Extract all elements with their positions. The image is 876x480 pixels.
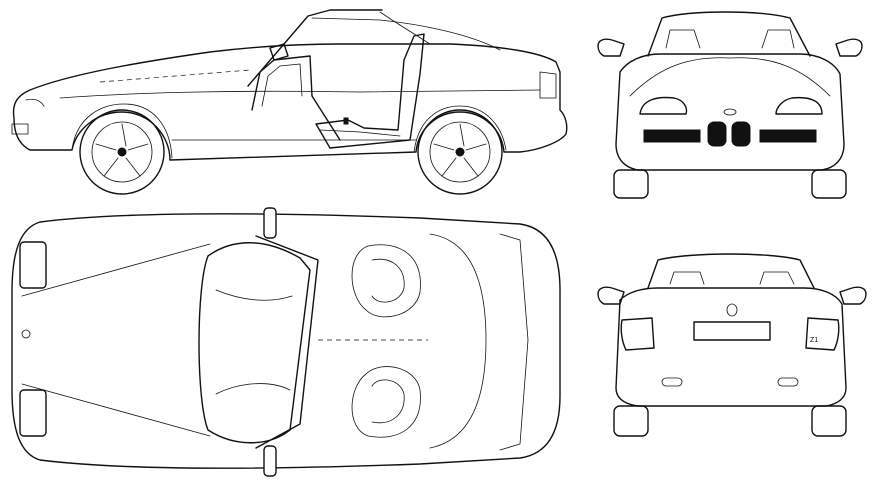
rear-mirror-right [839, 286, 867, 305]
side-door-opening [251, 55, 341, 141]
side-rollbar [379, 11, 431, 45]
side-front-wheel [71, 103, 173, 195]
top-seat-lower-inner [371, 379, 405, 424]
front-windshield [647, 11, 811, 57]
front-mirror-right [835, 38, 863, 57]
front-wheel-left [613, 169, 649, 199]
front-air-intake-right [759, 129, 817, 143]
top-headlight-lower [19, 389, 47, 437]
side-body-outline [12, 43, 568, 161]
front-body [615, 53, 845, 171]
side-rear-arch [413, 105, 507, 153]
top-windshield-frame [255, 235, 319, 449]
side-rear-rim [429, 121, 491, 183]
side-view-drawing [11, 9, 568, 195]
rear-wheel-left [613, 405, 649, 437]
side-seat [315, 33, 425, 149]
side-view [0, 0, 580, 205]
rear-emblem [726, 303, 738, 317]
top-mirror-upper [263, 207, 277, 239]
top-seat-lower [351, 366, 421, 438]
top-hood-line-upper [21, 243, 211, 297]
top-roof-fold [198, 242, 311, 444]
side-seat-belt-buckle [343, 117, 349, 125]
top-rear-deck-line [429, 233, 487, 449]
rear-body [615, 287, 847, 407]
side-roof-rail [311, 17, 501, 51]
rear-view-drawing: Z1 [597, 253, 867, 437]
side-nose [25, 98, 45, 107]
top-roof-crease [215, 289, 293, 395]
side-indicator [11, 123, 29, 135]
side-mirror [269, 43, 289, 61]
front-seat-right [761, 29, 795, 49]
side-rear-wheel [413, 105, 507, 195]
top-rear-deck-line-2 [499, 233, 529, 451]
front-headlight-left [639, 96, 688, 115]
front-seat-left [665, 29, 701, 49]
top-hood-line-lower [21, 383, 211, 437]
side-windshield-frame [247, 9, 383, 87]
top-seat-upper [351, 244, 421, 318]
side-rear-lamp [539, 71, 557, 99]
rear-mirror-left [597, 286, 625, 305]
front-headlight-right [775, 96, 823, 115]
side-rear-spokes [433, 123, 487, 177]
side-door-inner [261, 63, 303, 107]
side-front-tyre [79, 109, 165, 195]
rear-taillight-left [620, 317, 655, 351]
front-wheel-right [811, 169, 847, 199]
front-emblem [723, 108, 737, 116]
front-kidney-left [707, 121, 727, 147]
rear-exhaust-left [661, 377, 683, 387]
side-beltline [59, 89, 541, 99]
side-seat-cushion [319, 129, 401, 137]
side-front-hub [117, 147, 127, 157]
front-hood-line [629, 57, 831, 97]
side-lower-crease [99, 69, 251, 83]
top-body-outline [11, 213, 561, 469]
front-view-drawing [597, 11, 863, 199]
side-front-rim [91, 121, 153, 183]
top-seat-upper-inner [371, 258, 405, 303]
rear-wheel-right [811, 405, 847, 437]
side-rear-tyre [417, 109, 503, 195]
top-emblem [21, 329, 31, 339]
top-view-drawing [11, 207, 561, 477]
rear-taillight-right [805, 317, 840, 351]
rear-exhaust-right [777, 377, 799, 387]
front-mirror-left [597, 38, 625, 57]
front-kidney-right [731, 121, 751, 147]
rear-seat-left [669, 271, 705, 285]
rear-window [647, 253, 815, 289]
side-front-spokes [95, 123, 149, 177]
top-headlight-upper [19, 241, 47, 289]
rear-view: Z1 [590, 238, 876, 480]
side-rear-hub [455, 147, 465, 157]
front-air-intake-left [643, 129, 701, 143]
rear-seat-right [759, 271, 795, 285]
front-view [590, 4, 876, 204]
top-mirror-lower [263, 445, 277, 477]
top-view [0, 200, 580, 480]
rear-model-badge: Z1 [810, 337, 818, 344]
rear-license-plate [693, 321, 771, 341]
side-front-arch [71, 103, 173, 159]
